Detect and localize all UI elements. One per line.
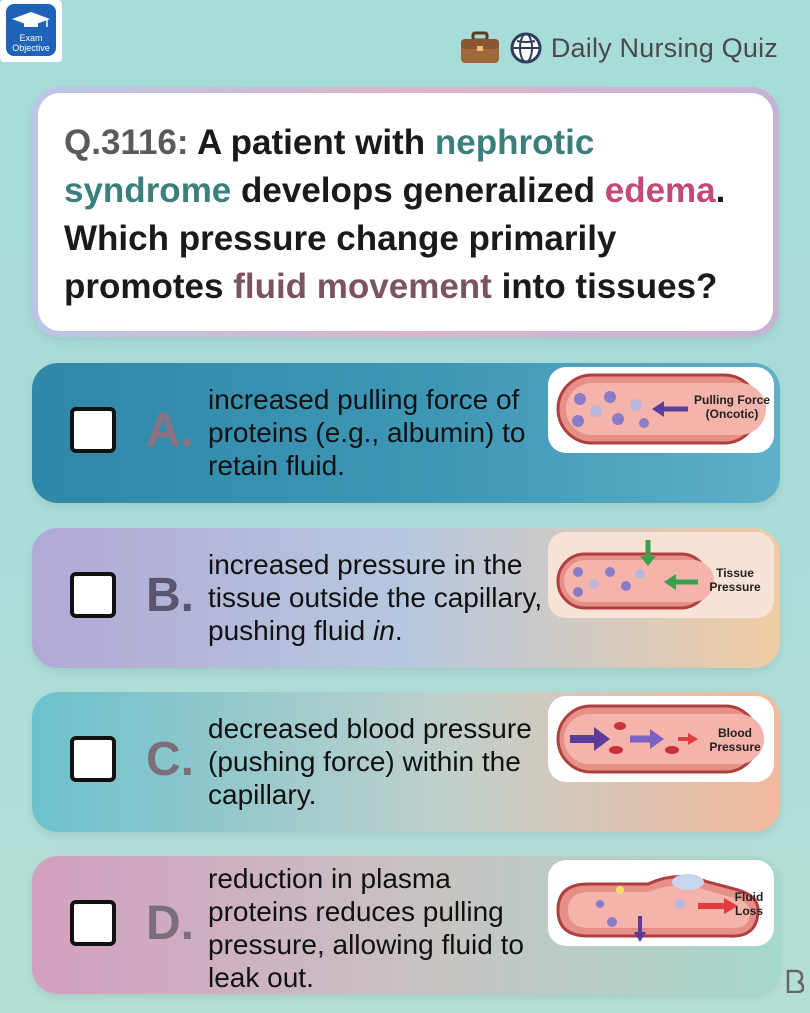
question-part: develops generalized [231,171,605,210]
question-part: . Which pressure change primarily promot… [64,171,726,306]
option-c-text: decreased blood pressure (pushing force)… [208,713,532,810]
option-d-letter: D. [146,897,194,950]
option-a-ill-label: Pulling Force(Oncotic) [690,393,774,421]
ill-label-line: Loss [734,904,763,918]
ill-label-line: Fluid [734,890,764,904]
option-c-checkbox[interactable] [70,736,116,782]
ill-label-line: Pressure [709,580,761,594]
ill-label-line: Blood [718,726,752,740]
ill-label-line: Pressure [709,740,761,754]
capillary-oncotic-icon [556,373,766,445]
highlight-nephrotic: nephrotic syndrome [64,123,595,210]
highlight-edema: edema [604,171,716,210]
option-a[interactable]: A. increased pulling force of proteins (… [32,363,780,503]
question-card: Q.3116: A patient with nephrotic syndrom… [32,87,779,337]
option-b-text-emphasis: in [373,615,395,646]
option-b-text: increased pressure in the tissue outside… [208,548,558,647]
globe-icon [510,32,542,64]
logo-line-2: Objective [12,43,50,53]
ill-label-line: Tissue [716,566,754,580]
option-b[interactable]: B. increased pressure in the tissue outs… [32,528,780,668]
option-a-letter: A. [146,404,194,457]
option-b-checkbox[interactable] [70,572,116,618]
watermark-icon [782,967,808,999]
option-a-checkbox[interactable] [70,407,116,453]
capillary-tissue-icon [548,532,774,618]
graduation-cap-icon [12,12,50,27]
option-d[interactable]: D. reduction in plasma proteins reduces … [32,856,780,994]
option-a-illustration: Pulling Force(Oncotic) [548,367,774,453]
option-d-text: reduction in plasma proteins reduces pul… [208,863,524,993]
logo-line-1: Exam [19,33,43,43]
exam-objective-logo: Exam Objective [0,0,62,62]
option-b-text-end: . [394,615,403,646]
option-b-letter: B. [146,569,194,622]
option-c-letter: C. [146,733,194,786]
question-text: Q.3116: A patient with nephrotic syndrom… [38,93,773,331]
brand-title: Daily Nursing Quiz [550,32,778,63]
brand-header: Daily Nursing Quiz [459,30,778,66]
capillary-fluid-loss-icon [556,874,760,942]
capillary-blood-pressure-icon [556,704,764,774]
option-c[interactable]: C. decreased blood pressure (pushing for… [32,692,780,832]
question-part: into tissues? [491,267,718,306]
highlight-fluid-movement: fluid movement [233,267,492,306]
logo-badge: Exam Objective [6,4,56,56]
option-d-checkbox[interactable] [70,900,116,946]
question-number: Q.3116: [64,123,189,162]
option-b-text-main: increased pressure in the tissue outside… [208,549,543,646]
briefcase-icon [460,31,499,63]
ill-label-line: (Oncotic) [705,407,759,421]
option-a-text: increased pulling force of proteins (e.g… [208,384,526,481]
ill-label-line: Pulling Force [693,393,770,407]
watermark-glyph [786,969,805,994]
question-part: A patient with [188,123,435,162]
